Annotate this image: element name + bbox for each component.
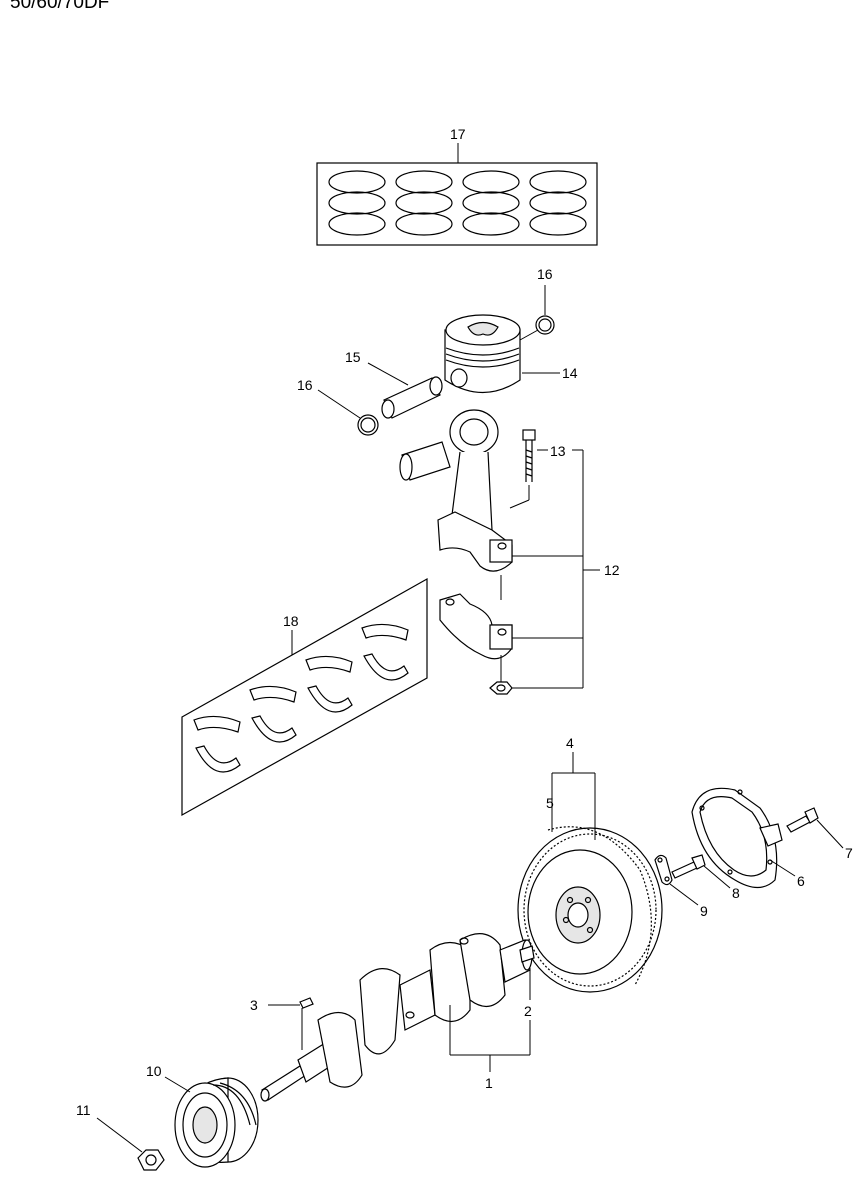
connecting-rod-nut[interactable] [489, 681, 513, 695]
flywheel-bolt[interactable] [671, 854, 706, 879]
housing-bolt[interactable] [786, 807, 819, 833]
callout-10: 10 [146, 1063, 162, 1079]
callout-5: 5 [546, 795, 554, 811]
piston-pin[interactable] [381, 376, 443, 419]
lock-plate[interactable] [654, 854, 673, 886]
callout-16-right: 16 [537, 266, 553, 282]
callout-15: 15 [345, 349, 361, 365]
flywheel-housing[interactable] [691, 787, 783, 889]
callout-12: 12 [604, 562, 620, 578]
connecting-rod[interactable] [399, 409, 513, 572]
flywheel[interactable] [517, 827, 663, 993]
callout-4: 4 [566, 735, 574, 751]
callout-6: 6 [797, 873, 805, 889]
ring-group-3 [462, 170, 520, 236]
connecting-rod-bolt[interactable] [522, 429, 536, 482]
callout-17: 17 [450, 126, 466, 142]
bearing-set[interactable] [181, 577, 428, 817]
callout-16-left: 16 [297, 377, 313, 393]
snap-ring-left[interactable] [357, 414, 379, 436]
piston[interactable] [444, 314, 521, 394]
crankshaft[interactable] [260, 933, 535, 1102]
ring-group-1 [328, 170, 386, 236]
crankshaft-key[interactable] [299, 997, 314, 1009]
callout-14: 14 [562, 365, 578, 381]
callout-1: 1 [485, 1075, 493, 1091]
callout-11: 11 [76, 1102, 91, 1118]
bearing-shells [193, 623, 409, 773]
callout-3: 3 [250, 997, 258, 1013]
piston-ring-set[interactable] [316, 162, 598, 246]
ring-group-4 [529, 170, 587, 236]
callout-2: 2 [524, 1003, 532, 1019]
callout-9: 9 [700, 903, 708, 919]
callout-7: 7 [845, 845, 853, 861]
callout-8: 8 [732, 885, 740, 901]
callout-18: 18 [283, 613, 299, 629]
callout-13: 13 [550, 443, 566, 459]
ring-gear[interactable] [547, 826, 652, 986]
ring-group-2 [395, 170, 453, 236]
connecting-rod-cap[interactable] [439, 593, 513, 660]
snap-ring-right[interactable] [535, 315, 555, 335]
pulley-nut[interactable] [137, 1149, 165, 1171]
crank-pulley[interactable] [174, 1077, 259, 1168]
model-header: 50/60/70DF [10, 0, 110, 13]
